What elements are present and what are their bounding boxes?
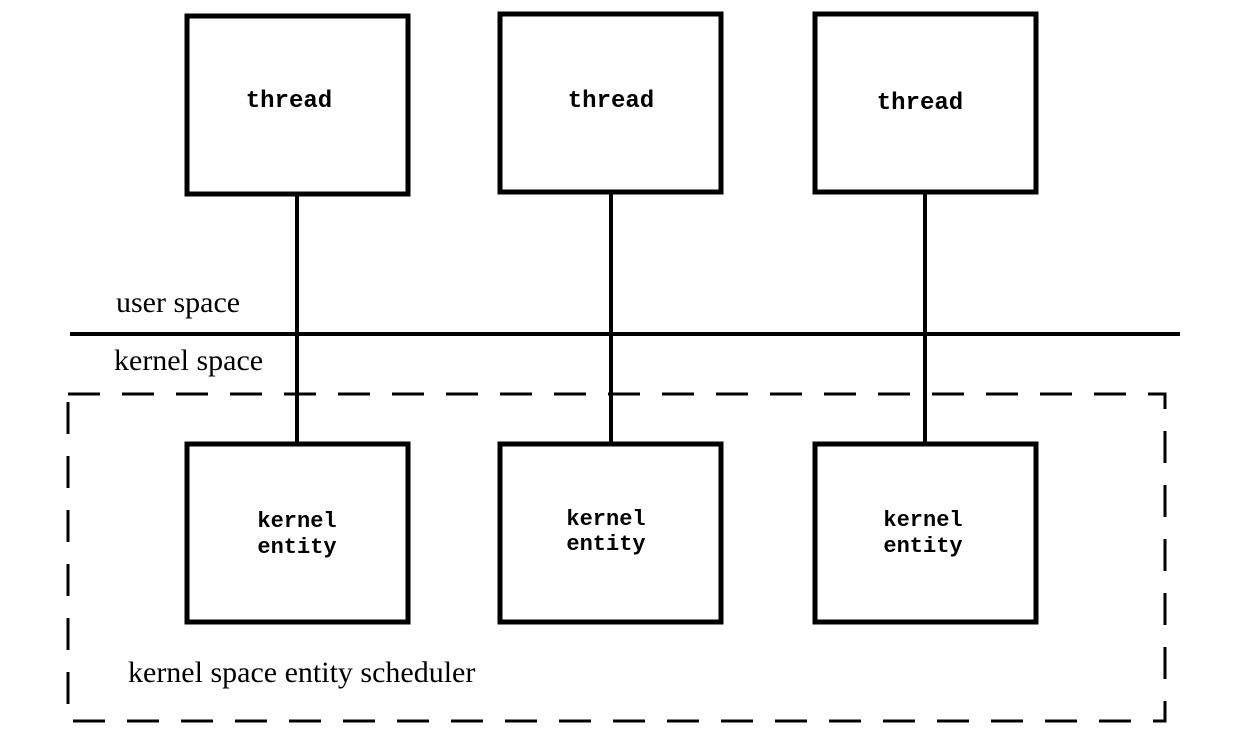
- kernel-entity-line1-1: kernel: [257, 509, 336, 534]
- thread-box-1: thread: [184, 13, 411, 197]
- kernel-entity-box-1: kernel entity: [184, 441, 411, 625]
- kernel-scheduler-boundary: [66, 392, 1167, 723]
- kernel-entity-box-2: kernel entity: [497, 441, 724, 625]
- thread-label-2: thread: [568, 88, 654, 115]
- kernel-entity-line2-2: entity: [566, 532, 645, 557]
- kernel-entity-box-3: kernel entity: [812, 441, 1039, 625]
- thread-label-1: thread: [246, 88, 332, 115]
- thread-box-3: thread: [812, 11, 1039, 195]
- kernel-entity-line1-3: kernel: [883, 508, 962, 533]
- user-space-label: user space: [116, 286, 240, 319]
- scheduler-label: kernel space entity scheduler: [128, 656, 475, 689]
- thread-box-2: thread: [497, 11, 724, 195]
- thread-label-3: thread: [877, 90, 963, 117]
- kernel-entity-line1-2: kernel: [566, 507, 645, 532]
- kernel-entity-line2-3: entity: [883, 534, 962, 559]
- kernel-entity-line2-1: entity: [257, 535, 336, 560]
- kernel-space-label: kernel space: [114, 344, 263, 377]
